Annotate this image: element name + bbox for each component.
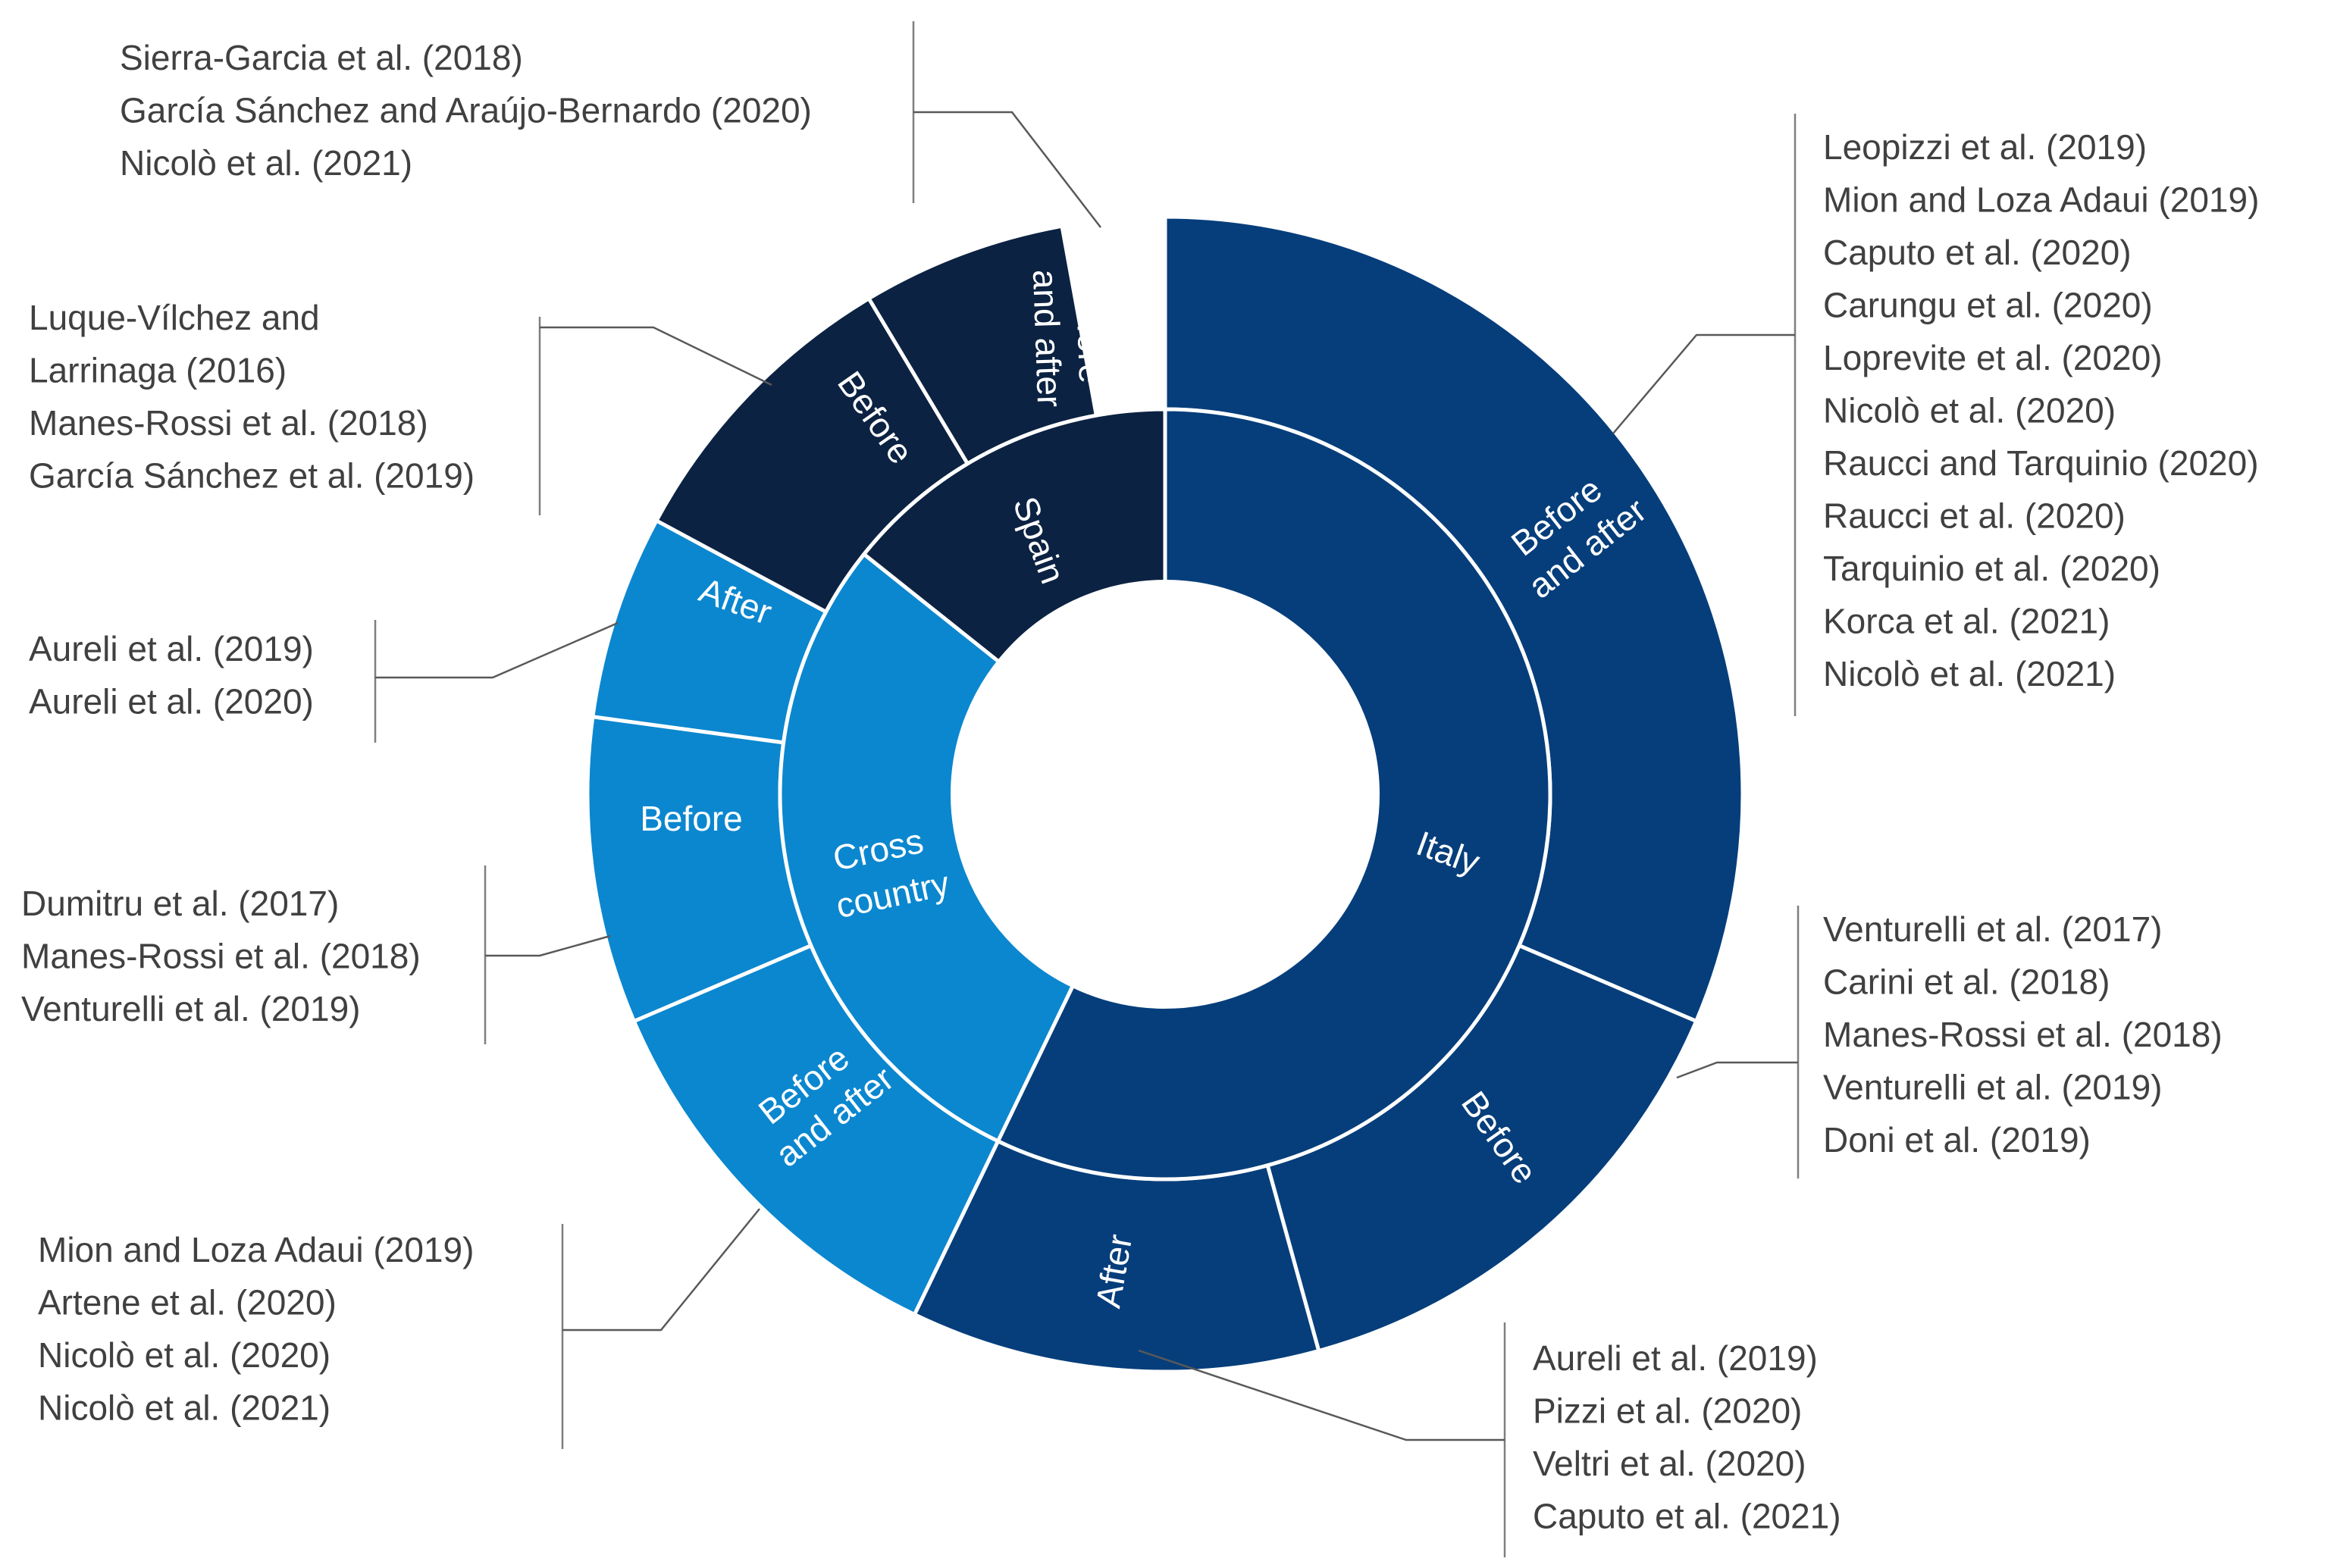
outer-label-spain-before-and-after: Before and after — [1026, 268, 1112, 408]
reference-list-spain-before-and-after: Sierra-Garcia et al. (2018) García Sánche… — [120, 38, 812, 183]
reference-item: Caputo et al. (2020) — [1823, 233, 2132, 272]
outer-label-cc-before: Before — [640, 799, 743, 838]
leader-cc-before-and-after — [562, 1208, 760, 1332]
reference-item: Raucci et al. (2020) — [1823, 496, 2126, 536]
reference-item: Raucci and Tarquinio (2020) — [1823, 443, 2259, 483]
reference-connectors — [374, 21, 1800, 1557]
reference-list-cross-country-before-and-after: Mion and Loza Adaui (2019) Artene et al. … — [38, 1230, 474, 1428]
reference-item: Aureli et al. (2020) — [29, 682, 314, 721]
reference-item: Pizzi et al. (2020) — [1533, 1391, 1802, 1431]
reference-item: Venturelli et al. (2019) — [1823, 1068, 2163, 1107]
reference-item: Nicolò et al. (2021) — [120, 143, 412, 183]
reference-item: Dumitru et al. (2017) — [21, 884, 339, 923]
reference-item: Venturelli et al. (2017) — [1823, 909, 2163, 949]
outer-label-spain-before-and-after-line2: and after — [1026, 269, 1070, 408]
reference-item: García Sánchez et al. (2019) — [29, 456, 475, 496]
reference-item: Carungu et al. (2020) — [1823, 286, 2153, 325]
reference-item: Tarquinio et al. (2020) — [1823, 549, 2160, 588]
reference-item: Aureli et al. (2019) — [29, 629, 314, 668]
reference-item: Manes-Rossi et al. (2018) — [1823, 1015, 2223, 1054]
reference-list-italy-before-and-after: Leopizzi et al. (2019) Mion and Loza Adau… — [1823, 127, 2259, 693]
reference-item: Nicolò et al. (2020) — [38, 1335, 331, 1375]
reference-item: Venturelli et al. (2019) — [21, 989, 361, 1028]
reference-item: Manes-Rossi et al. (2018) — [21, 937, 421, 976]
reference-item: Leopizzi et al. (2019) — [1823, 127, 2147, 167]
outer-ring — [585, 214, 1745, 1374]
reference-item: Nicolò et al. (2021) — [38, 1388, 331, 1428]
leader-italy-after — [1138, 1349, 1505, 1441]
leader-italy-before — [1676, 1061, 1798, 1079]
reference-item: García Sánchez and Araújo-Bernardo (2020… — [120, 91, 812, 130]
reference-item: Loprevite et al. (2020) — [1823, 338, 2163, 377]
reference-list-italy-after: Aureli et al. (2019) Pizzi et al. (2020) V… — [1533, 1338, 1841, 1536]
leader-cc-before — [485, 934, 611, 957]
reference-item: Manes-Rossi et al. (2018) — [29, 403, 428, 443]
leader-spain-before — [540, 326, 772, 387]
donut-hole — [951, 580, 1380, 1009]
reference-item: Nicolò et al. (2021) — [1823, 654, 2116, 693]
reference-item: Caputo et al. (2021) — [1533, 1497, 1841, 1536]
reference-list-cross-country-before: Dumitru et al. (2017) Manes-Rossi et al. … — [21, 884, 421, 1028]
reference-item: Veltri et al. (2020) — [1533, 1444, 1806, 1483]
leader-italy-before-and-after — [1612, 333, 1795, 434]
reference-item: Sierra-Garcia et al. (2018) — [120, 38, 523, 77]
reference-item: Korca et al. (2021) — [1823, 602, 2110, 641]
reference-item: Mion and Loza Adaui (2019) — [1823, 180, 2259, 220]
reference-item: Artene et al. (2020) — [38, 1283, 337, 1322]
reference-item: Luque-Vílchez and — [29, 298, 320, 337]
reference-item: Carini et al. (2018) — [1823, 962, 2110, 1002]
reference-list-italy-before: Venturelli et al. (2017) Carini et al. (2… — [1823, 909, 2223, 1160]
reference-item: Nicolò et al. (2020) — [1823, 391, 2116, 430]
leader-spain-before-and-after — [913, 111, 1101, 228]
reference-item: Larrinaga (2016) — [29, 351, 287, 390]
leader-cc-after — [375, 621, 619, 679]
reference-lists: Leopizzi et al. (2019) Mion and Loza Adau… — [21, 38, 2259, 1536]
reference-item: Doni et al. (2019) — [1823, 1120, 2091, 1160]
outer-label-spain-before-and-after-line1: Before — [1068, 280, 1111, 383]
reference-item: Aureli et al. (2019) — [1533, 1338, 1818, 1378]
reference-item: Mion and Loza Adaui (2019) — [38, 1230, 474, 1269]
reference-list-cross-country-after: Aureli et al. (2019) Aureli et al. (2020) — [29, 629, 314, 721]
